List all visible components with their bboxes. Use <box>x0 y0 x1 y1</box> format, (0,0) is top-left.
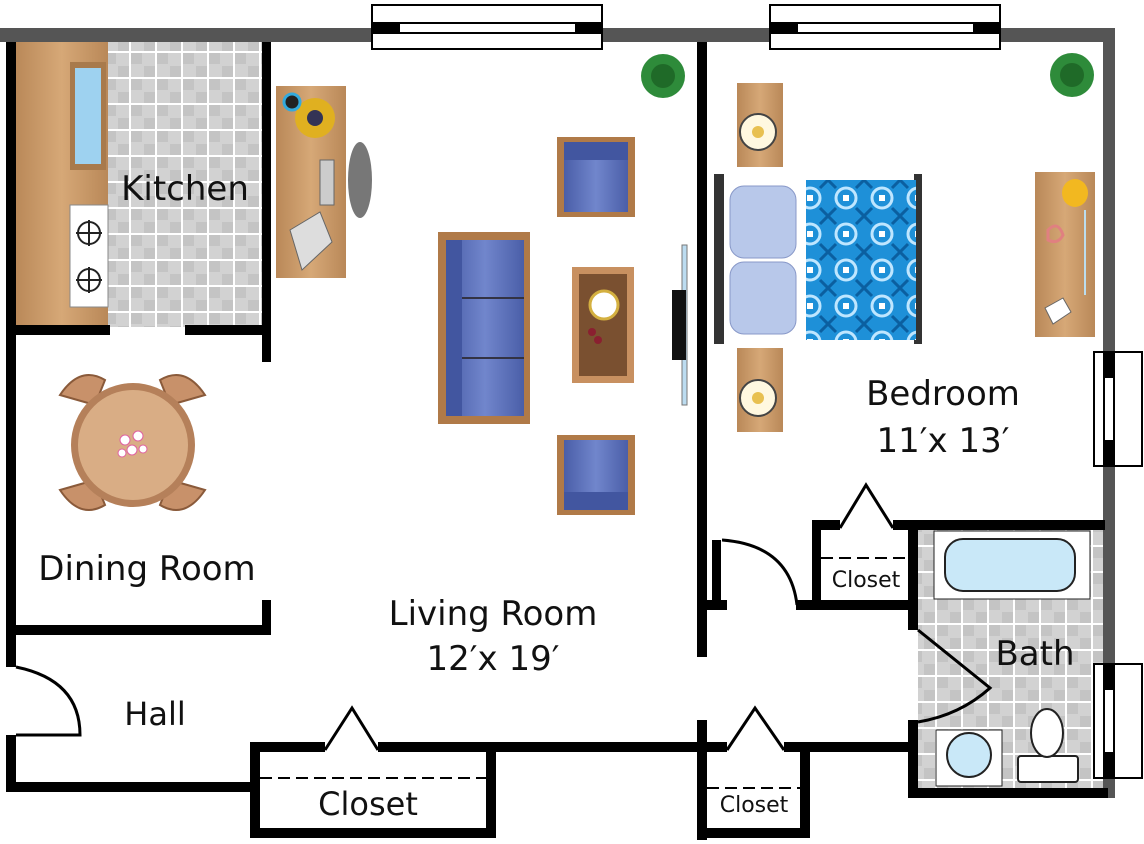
doors <box>15 482 993 789</box>
armchair <box>557 435 635 515</box>
nightstand <box>737 348 783 432</box>
armchair <box>557 137 635 217</box>
bedroom-label: Bedroom <box>866 374 1020 414</box>
flowers-icon <box>117 430 148 458</box>
sink-icon <box>935 729 1003 787</box>
coffee-table <box>572 267 634 383</box>
window <box>1093 351 1143 467</box>
kitchen-label: Kitchen <box>121 169 249 209</box>
bedroom-size: 11′x 13′ <box>877 421 1010 461</box>
sofa <box>438 232 530 424</box>
walls <box>6 42 1108 840</box>
bath-label: Bath <box>995 634 1074 674</box>
bed <box>714 174 922 344</box>
chair-icon <box>348 142 372 218</box>
window <box>1093 663 1143 779</box>
dining-room-label: Dining Room <box>38 549 255 589</box>
tv <box>672 244 688 406</box>
window <box>769 4 1001 50</box>
kitchen-counter <box>15 42 109 325</box>
living-room-size: 12′x 19′ <box>427 639 560 679</box>
stove-icon <box>76 220 102 293</box>
closet-label: Closet <box>720 793 789 818</box>
hall-label: Hall <box>124 695 185 733</box>
plant-icon <box>1050 53 1094 97</box>
plant-icon <box>641 54 685 98</box>
dining-table <box>58 374 207 511</box>
sink-icon <box>75 68 101 164</box>
toilet-icon <box>1017 708 1079 783</box>
desk <box>276 86 372 278</box>
kitchen-floor <box>108 42 263 327</box>
nightstand <box>737 83 783 167</box>
bathtub <box>933 530 1091 600</box>
closet-label: Closet <box>832 568 901 593</box>
dresser <box>1035 172 1095 337</box>
window <box>371 4 603 50</box>
living-room-label: Living Room <box>389 594 598 634</box>
closet-label: Closet <box>318 785 418 823</box>
